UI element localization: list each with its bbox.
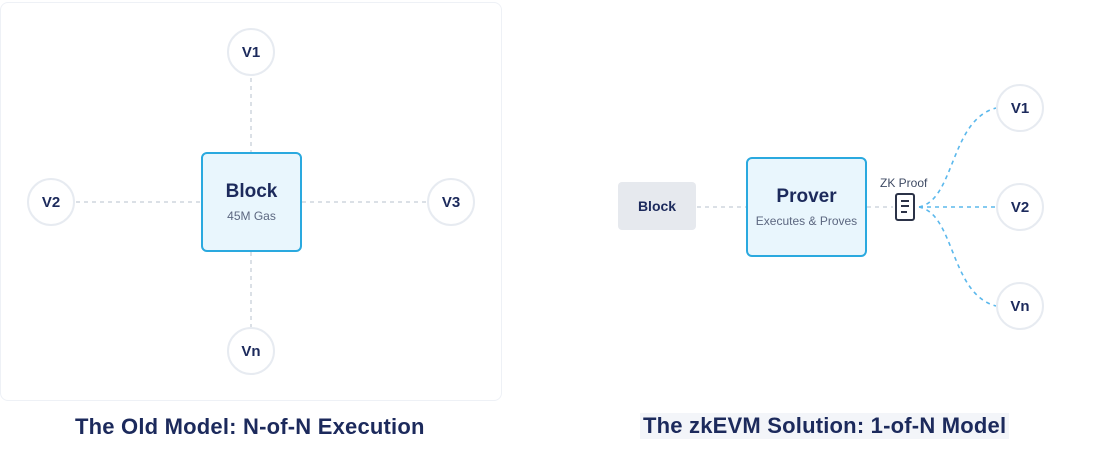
prover-node: Prover Executes & Proves: [746, 157, 867, 257]
validator-v1-node: V1: [227, 28, 275, 76]
zk-validator-v1-node: V1: [996, 84, 1044, 132]
validator-label: Vn: [241, 342, 261, 360]
line-proof-vn: [918, 206, 997, 307]
zkevm-caption: The zkEVM Solution: 1-of-N Model: [640, 413, 1010, 439]
validator-vn-node: Vn: [227, 327, 275, 375]
zk-validator-vn-node: Vn: [996, 282, 1044, 330]
zk-block-node: Block: [618, 182, 696, 230]
validator-label: V3: [441, 193, 461, 211]
validator-label: V1: [1010, 99, 1030, 117]
validator-label: Vn: [1010, 297, 1030, 315]
validator-v3-node: V3: [427, 178, 475, 226]
validator-label: V2: [41, 193, 61, 211]
validator-v2-node: V2: [27, 178, 75, 226]
prover-title: Prover: [776, 186, 837, 207]
zk-proof-label: ZK Proof: [880, 176, 928, 190]
block-gas: 45M Gas: [227, 209, 276, 223]
validator-label: V1: [241, 43, 261, 61]
block-title: Block: [225, 181, 278, 202]
old-model-caption: The Old Model: N-of-N Execution: [75, 414, 425, 439]
prover-subtitle: Executes & Proves: [755, 214, 858, 228]
block-node: Block 45M Gas: [201, 152, 302, 252]
validator-label: V2: [1010, 198, 1030, 216]
document-icon: [895, 193, 915, 221]
zk-validator-v2-node: V2: [996, 183, 1044, 231]
zk-block-label: Block: [637, 198, 677, 214]
line-proof-v1: [918, 107, 997, 208]
